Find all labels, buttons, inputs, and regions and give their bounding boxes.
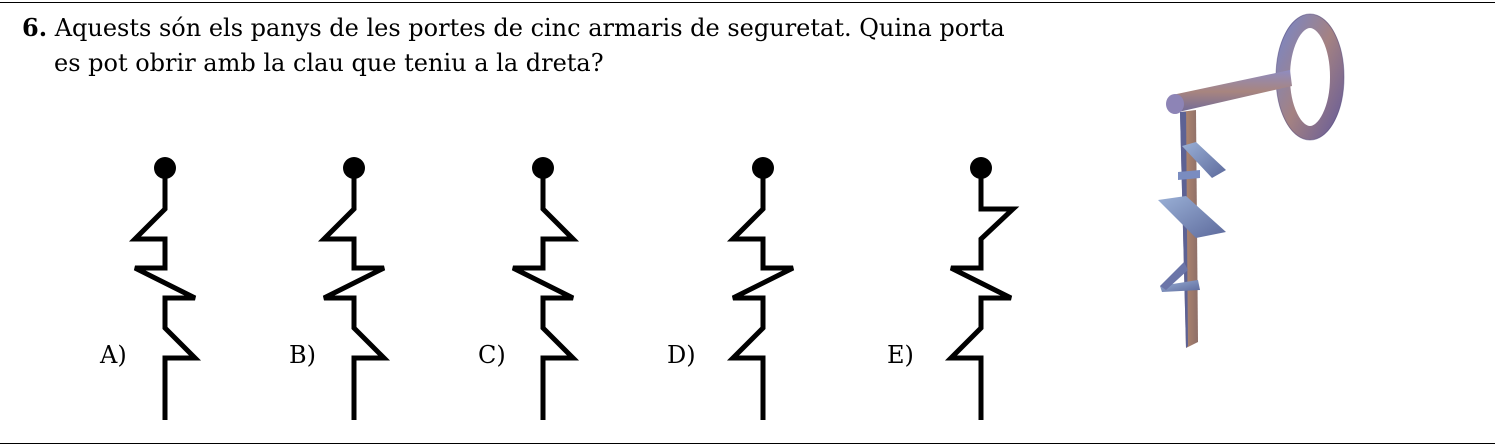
key-bit-2 [1178,170,1200,180]
key-shaft [1172,70,1292,113]
question-line-2: es pot obrir amb la clau que teniu a la … [54,49,604,77]
question-line-1: Aquests són els panys de les portes de c… [54,14,1005,42]
question-text: 6. Aquests són els panys de les portes d… [22,10,1112,81]
question-number: 6. [22,13,48,42]
lock-e [944,157,1020,420]
lock-a [128,157,202,420]
lock-a-profile [128,168,202,420]
option-label-b: B) [289,341,316,369]
lock-b [317,157,391,420]
lock-e-profile [944,168,1020,420]
key-bit-3 [1158,196,1226,238]
key-bit-1 [1182,142,1226,178]
lock-d-profile [726,168,795,420]
bottom-rule [0,443,1495,444]
lock-d [726,157,795,420]
option-label-a: A) [100,341,127,369]
key-bit-4 [1160,280,1200,292]
option-label-c: C) [478,341,506,369]
key-ring [1276,14,1344,140]
option-label-d: D) [667,341,696,369]
lock-c-profile [511,168,580,420]
lock-c [511,157,580,420]
top-rule [0,2,1495,3]
option-label-e: E) [887,341,914,369]
key-icon [1158,13,1345,348]
lock-b-profile [317,168,391,420]
